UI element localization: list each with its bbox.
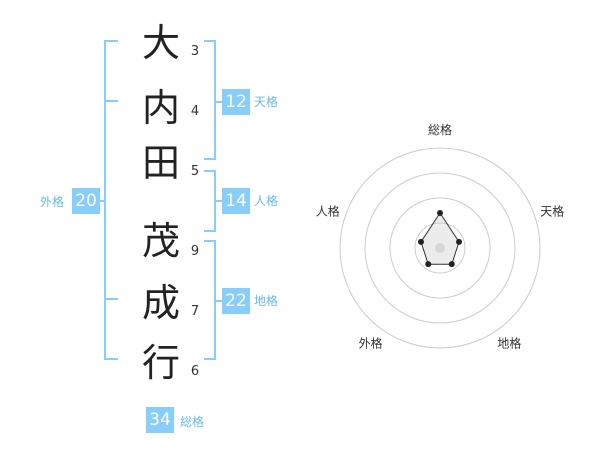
radar-point-1 [437, 210, 443, 216]
radar-ring [389, 197, 491, 299]
tenkaku-bracket [204, 40, 216, 160]
gaikaku-value: 20 [72, 188, 100, 214]
stroke-count-1: 3 [190, 44, 200, 59]
stroke-count-5: 7 [190, 304, 200, 319]
gaikaku-bracket [104, 40, 118, 360]
radar-point-4 [425, 261, 432, 268]
gaikaku-bracket-tick [104, 100, 118, 102]
radar-axis-label: 人格 [316, 204, 340, 219]
gaikaku-bracket-tick [104, 298, 118, 300]
stroke-count-6: 6 [190, 364, 200, 379]
radar-ring [364, 172, 516, 324]
name-char-5: 成 [141, 281, 180, 325]
radar-center-dot [435, 243, 445, 253]
tenkaku-value: 12 [222, 89, 250, 115]
name-char-4: 茂 [141, 219, 180, 263]
radar-point-2 [456, 238, 463, 245]
radar-point-5 [417, 238, 424, 245]
radar-axis-label: 外格 [359, 335, 383, 350]
jinkaku-value: 14 [222, 188, 250, 214]
name-char-6: 行 [141, 341, 180, 385]
name-char-1: 大 [141, 21, 180, 65]
name-char-3: 田 [141, 141, 180, 185]
radar-point-3 [448, 261, 455, 268]
jinkaku-label: 人格 [254, 194, 279, 208]
radar-ring [339, 147, 541, 349]
name-char-2: 内 [141, 86, 180, 130]
radar-axis-label: 天格 [540, 204, 564, 219]
chikaku-value: 22 [222, 288, 250, 314]
radar-series-polygon [420, 212, 460, 265]
radar-axis-label: 総格 [428, 122, 452, 137]
gaikaku-bracket-connector [100, 200, 106, 202]
chikaku-label: 地格 [254, 294, 279, 308]
jinkaku-bracket-connector [214, 200, 222, 202]
radar-axis-label: 地格 [497, 335, 521, 350]
soukaku-value: 34 [146, 407, 174, 433]
radar-ring [414, 222, 466, 274]
chikaku-bracket-connector [214, 300, 222, 302]
gaikaku-label: 外格 [40, 195, 65, 209]
stroke-count-4: 9 [190, 244, 200, 259]
stroke-count-2: 4 [190, 104, 200, 119]
stroke-count-3: 5 [190, 164, 200, 179]
soukaku-label: 総格 [180, 415, 205, 429]
tenkaku-bracket-connector [214, 101, 222, 103]
tenkaku-label: 天格 [254, 95, 279, 109]
